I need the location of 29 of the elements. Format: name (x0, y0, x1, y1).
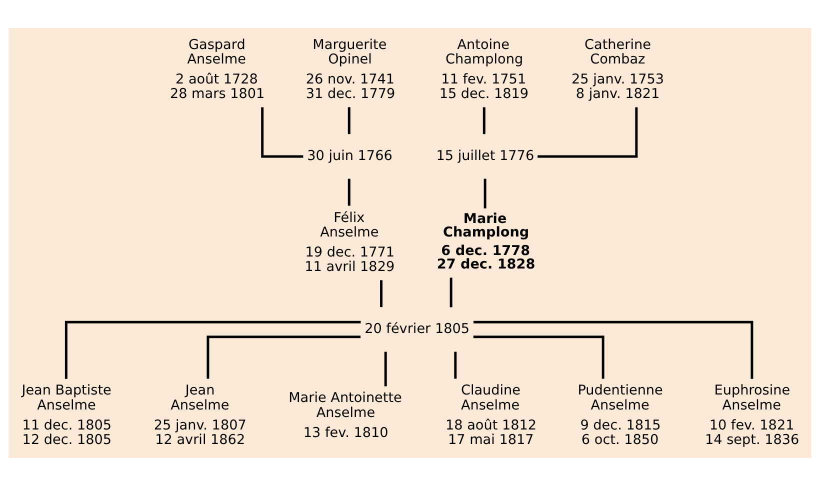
connector (474, 320, 754, 378)
connector (261, 106, 304, 158)
connector (64, 320, 361, 378)
connector (384, 351, 387, 386)
node-text: Jean Baptiste Anselme 11 dec. 1805 12 dec. 1805 (22, 382, 112, 448)
node-text: Pudentienne Anselme 9 dec. 1815 6 oct. 1850 (578, 382, 663, 448)
node-text: Félix Anselme 19 dec. 1771 11 avril 1829 (304, 209, 395, 275)
node-text: Marguerite Opinel 26 nov. 1741 31 dec. 1779 (306, 36, 396, 102)
connector (348, 106, 350, 134)
connector (482, 106, 486, 134)
node-text: Claudine Anselme 18 août 1812 17 mai 1817 (446, 382, 537, 448)
node-text: 30 juin 1766 (307, 147, 392, 164)
node-text: Marie Champlong 6 dec. 1778 27 dec. 1828 (436, 210, 536, 272)
node-text: Jean Anselme 25 janv. 1807 12 avril 1862 (154, 382, 246, 448)
node-text: 20 février 1805 (364, 320, 470, 336)
node-text: Antoine Champlong 11 fev. 1751 15 dec. 1819 (439, 36, 529, 102)
node-text: Gaspard Anselme 2 août 1728 28 mars 1801 (170, 36, 265, 102)
connector (206, 335, 361, 378)
connector (454, 351, 457, 378)
node-text: 15 juillet 1776 (436, 147, 534, 164)
connector (380, 280, 382, 307)
node-text: Marie Antoinette Anselme 13 fev. 1810 (288, 390, 402, 440)
connector (348, 178, 350, 206)
node-text: Euphrosine Anselme 10 fev. 1821 14 sept. 1836 (705, 382, 800, 448)
connector (484, 178, 486, 208)
connector (538, 106, 638, 158)
node-text: Catherine Combaz 25 janv. 1753 8 janv. 1821 (572, 36, 664, 102)
connector (473, 335, 604, 378)
connector (450, 277, 452, 307)
